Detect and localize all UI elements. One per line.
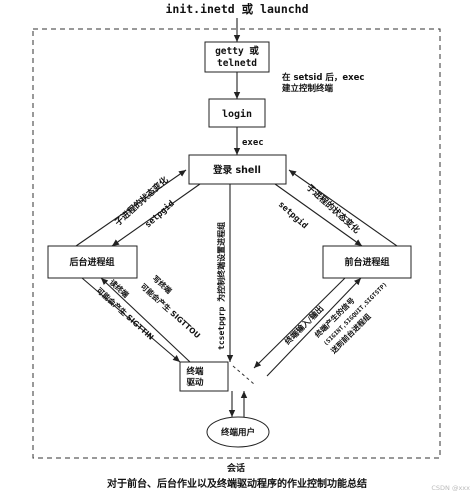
exec-label: exec bbox=[242, 138, 264, 148]
getty-box bbox=[204, 41, 270, 73]
tcsetpgrp-label: tcsetpgrp 为控制终端设置进程组 bbox=[216, 222, 226, 350]
top-label: init.inetd 或 launchd bbox=[165, 2, 308, 16]
background-group-label: 后台进程组 bbox=[69, 256, 114, 268]
shell-label: 登录 shell bbox=[212, 164, 261, 176]
terminal-user-ellipse bbox=[206, 416, 270, 448]
edge-shell-to-background bbox=[111, 183, 201, 247]
child-state-right-label: 子进程的状态变化 bbox=[304, 182, 362, 236]
fg-io-label: 终端输入/输出 bbox=[282, 303, 326, 347]
login-label: login bbox=[222, 108, 252, 120]
session-border bbox=[32, 28, 441, 459]
setpgid-right-label: setpgid bbox=[276, 199, 310, 231]
terminal-driver-label-1: 终端 bbox=[185, 366, 204, 377]
edge-foreground-to-driver bbox=[253, 277, 346, 369]
shell-box bbox=[188, 154, 287, 185]
getty-label-1: getty 或 bbox=[215, 45, 259, 57]
edge-dashed-connector bbox=[232, 365, 255, 385]
foreground-group-label: 前台进程组 bbox=[344, 256, 389, 268]
edge-shell-to-foreground bbox=[274, 183, 363, 247]
terminal-driver-label-2: 驱动 bbox=[186, 377, 204, 388]
getty-label-2: telnetd bbox=[217, 58, 257, 69]
edge-driver-to-background bbox=[100, 277, 191, 363]
edge-driver-to-foreground bbox=[266, 277, 362, 377]
setsid-exec-label-1: 在 setsid 后，exec bbox=[282, 72, 364, 83]
edge-foreground-to-shell bbox=[288, 169, 398, 247]
foreground-group-box bbox=[322, 245, 412, 279]
setsid-exec-label-2: 建立控制终端 bbox=[281, 83, 334, 94]
login-box bbox=[208, 98, 266, 128]
session-label: 会话 bbox=[227, 462, 245, 474]
edge-background-to-driver bbox=[81, 277, 181, 363]
child-state-left-label: 子进程的状态变化 bbox=[113, 174, 171, 228]
edge-background-to-shell bbox=[75, 169, 187, 247]
background-group-box bbox=[47, 245, 138, 279]
figure-caption: 对于前台、后台作业以及终端驱动程序的作业控制功能总结 bbox=[107, 477, 367, 490]
terminal-user-label: 终端用户 bbox=[220, 427, 255, 438]
terminal-driver-box bbox=[179, 361, 229, 392]
watermark: CSDN @xxx bbox=[431, 484, 470, 492]
